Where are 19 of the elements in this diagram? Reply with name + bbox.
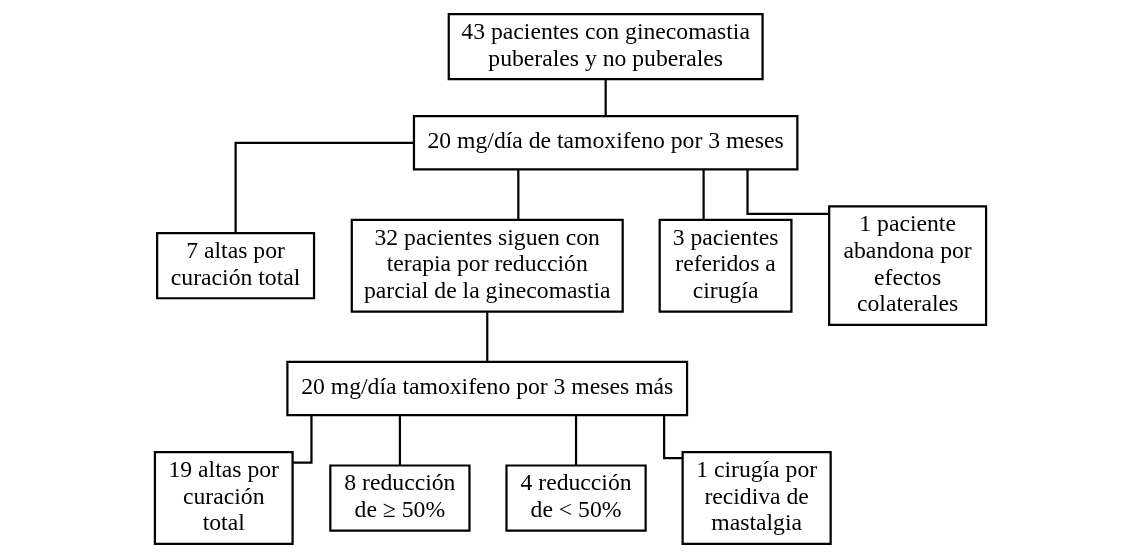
node-box: 4 reducción de < 50% <box>505 464 647 532</box>
connector <box>517 169 520 220</box>
node-box: 1 cirugía por recidiva de mastalgia <box>681 451 832 546</box>
node-box: 1 paciente abandona por efectos colaterales <box>828 205 988 326</box>
node-box: 8 reducción de ≥ 50% <box>329 464 471 532</box>
node-box: 20 mg/día tamoxifeno por 3 meses más <box>286 360 689 417</box>
node-box: 7 altas por curación total <box>156 232 316 300</box>
connector <box>574 415 578 466</box>
node-box: 3 pacientes referidos a cirugía <box>658 218 793 313</box>
connector <box>398 415 401 466</box>
node-box: 43 pacientes con ginecomastia puberales y no puberales <box>447 12 764 81</box>
connector <box>746 169 829 215</box>
node-box: 19 altas por curación total <box>153 451 294 546</box>
connector <box>702 169 705 220</box>
connector <box>234 141 414 233</box>
connector <box>486 312 489 362</box>
node-box: 32 pacientes siguen con terapia por reducción parcial de la ginecomastia <box>350 218 624 313</box>
connector <box>604 79 607 116</box>
node-box: 20 mg/día de tamoxifeno por 3 meses <box>412 115 799 171</box>
